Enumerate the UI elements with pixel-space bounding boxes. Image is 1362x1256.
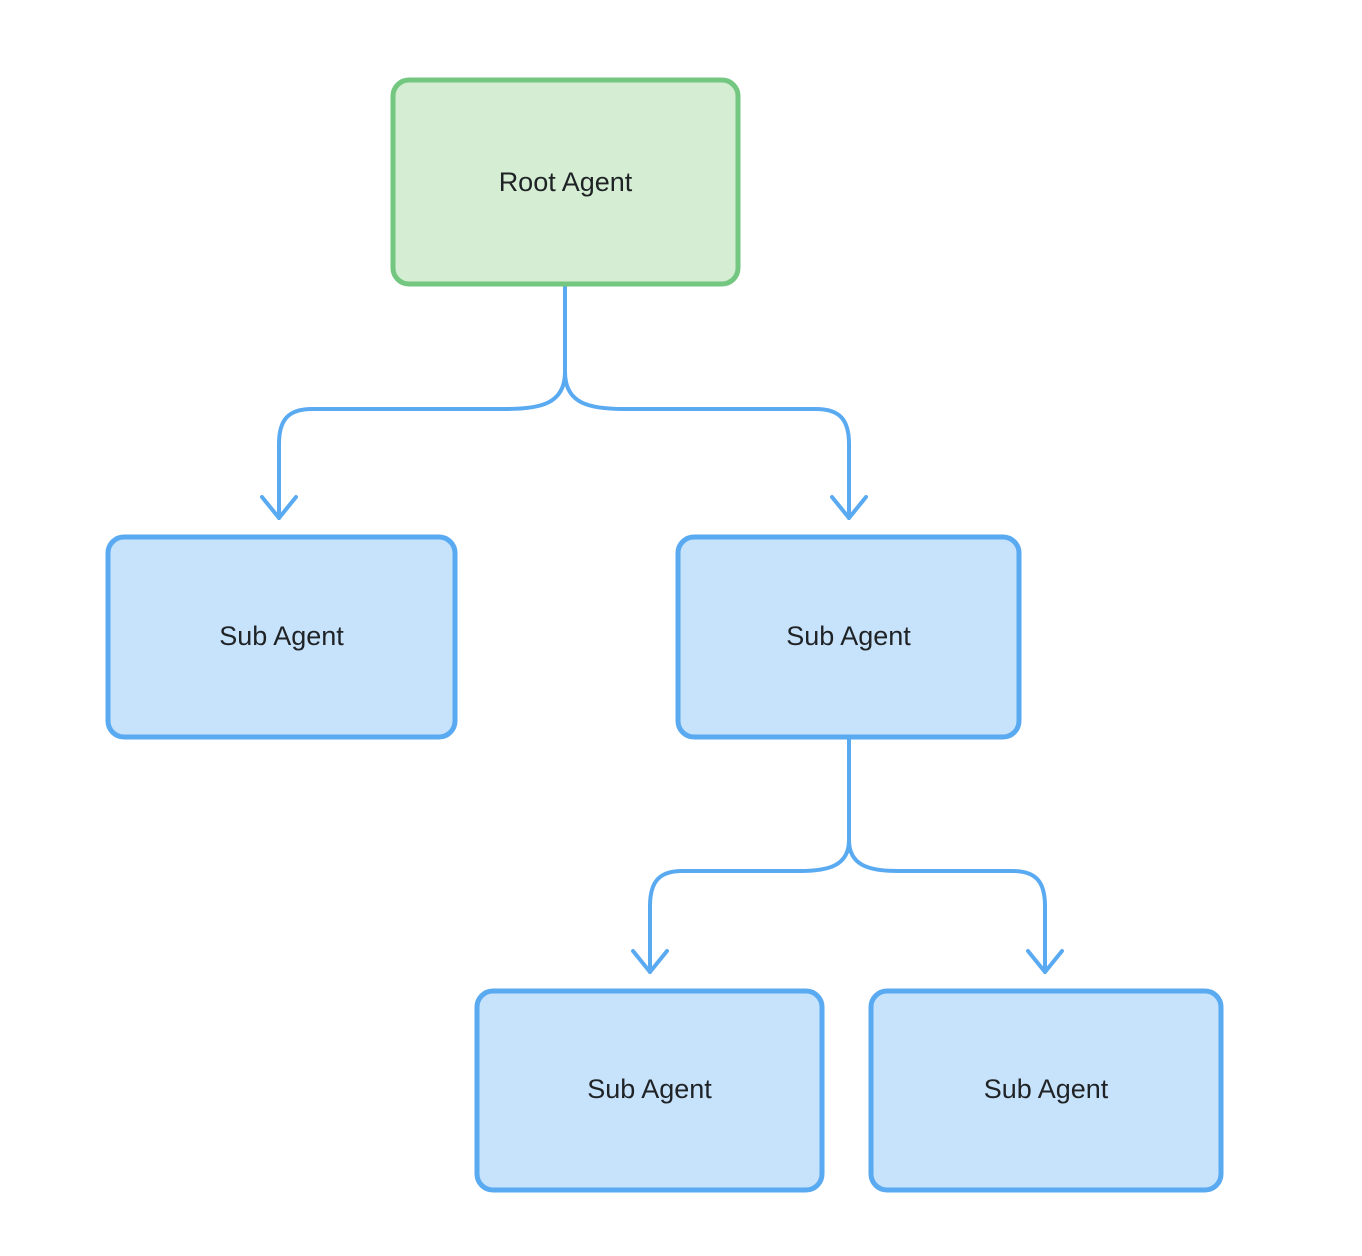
node-sub-agent-3-label: Sub Agent [587,1074,712,1104]
edge-root-sub2-path [563,285,851,520]
node-root-agent-label: Root Agent [499,167,633,197]
node-sub-agent-4[interactable]: Sub Agent [868,988,1224,1193]
node-sub-agent-2-label: Sub Agent [786,621,911,651]
edge-root-sub2-arrowhead [830,495,868,520]
edge-layer [260,285,1064,974]
node-sub-agent-2-box [675,534,1022,740]
node-sub-agent-4-label: Sub Agent [984,1074,1109,1104]
node-root-agent[interactable]: Root Agent [390,77,741,287]
edge-sub2-sub3[interactable] [631,738,851,974]
edge-root-sub1-arrowhead [260,495,298,520]
node-sub-agent-4-box [868,988,1224,1193]
edge-sub2-sub4[interactable] [847,738,1064,974]
node-sub-agent-3[interactable]: Sub Agent [474,988,825,1193]
edge-sub2-sub4-arrowhead [1026,949,1064,974]
node-root-agent-box [390,77,741,287]
edge-sub2-sub3-path [648,738,851,974]
edge-root-sub1[interactable] [260,285,567,520]
node-sub-agent-1-box [105,534,458,740]
node-sub-agent-3-box [474,988,825,1193]
node-sub-agent-1[interactable]: Sub Agent [105,534,458,740]
edge-root-sub1-path [277,285,567,520]
edge-sub2-sub4-path [847,738,1047,974]
node-layer: Root Agent Sub Agent Sub Agent Sub Agent… [105,77,1224,1193]
edge-root-sub2[interactable] [563,285,868,520]
edge-sub2-sub3-arrowhead [631,949,669,974]
node-sub-agent-1-label: Sub Agent [219,621,344,651]
node-sub-agent-2[interactable]: Sub Agent [675,534,1022,740]
